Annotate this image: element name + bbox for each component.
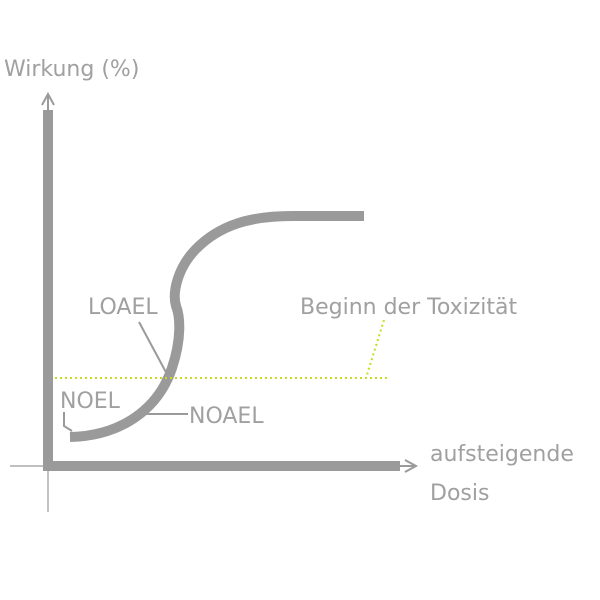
toxicity-leader-line xyxy=(365,319,385,379)
y-axis-arrowhead xyxy=(41,91,55,106)
x-axis-label-line2: Dosis xyxy=(430,481,489,506)
x-axis-arrowhead xyxy=(404,459,419,473)
x-axis-label-line1: aufsteigende xyxy=(430,442,574,467)
loael-leader-line xyxy=(138,321,169,377)
y-axis-label: Wirkung (%) xyxy=(4,57,139,82)
noel-label: NOEL xyxy=(60,389,121,414)
noel-leader-line xyxy=(63,412,73,432)
toxicity-onset-label: Beginn der Toxizität xyxy=(300,295,518,320)
dose-response-curve xyxy=(69,211,364,442)
noael-label: NOAEL xyxy=(189,404,264,429)
loael-label: LOAEL xyxy=(88,295,158,320)
